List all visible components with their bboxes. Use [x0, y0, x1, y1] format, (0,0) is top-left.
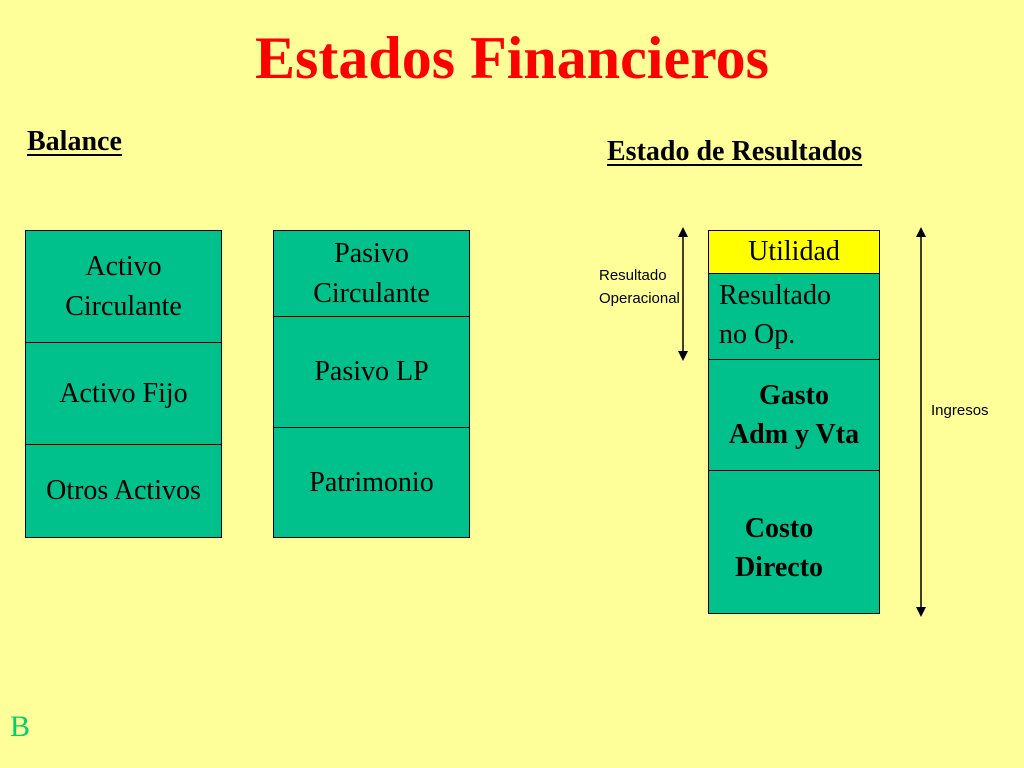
equity: Patrimonio: [274, 427, 469, 537]
asset-fixed: Activo Fijo: [26, 342, 221, 444]
liabilities-column: Pasivo Circulante Pasivo LP Patrimonio: [273, 230, 470, 538]
resultado-operacional-label: Resultado Operacional: [599, 267, 680, 307]
costo-directo-box: Costo Directo: [709, 470, 879, 613]
liability-long-term: Pasivo LP: [274, 316, 469, 427]
gasto-adm-vta-box: Gasto Adm y Vta: [709, 359, 879, 470]
asset-current: Activo Circulante: [26, 231, 221, 342]
assets-column: Activo Circulante Activo Fijo Otros Acti…: [25, 230, 222, 538]
utilidad-box: Utilidad: [709, 231, 879, 273]
income-statement-column: Utilidad Resultado no Op. Gasto Adm y Vt…: [708, 230, 880, 614]
income-statement-heading: Estado de Resultados: [607, 136, 863, 167]
resultado-no-op-box: Resultado no Op.: [709, 273, 879, 359]
liability-current: Pasivo Circulante: [274, 231, 469, 316]
corner-logo-letter: B: [10, 710, 31, 743]
asset-other: Otros Activos: [26, 444, 221, 537]
ingresos-label: Ingresos: [931, 402, 989, 419]
page-title: Estados Financieros: [255, 25, 769, 91]
balance-heading: Balance: [27, 126, 122, 157]
